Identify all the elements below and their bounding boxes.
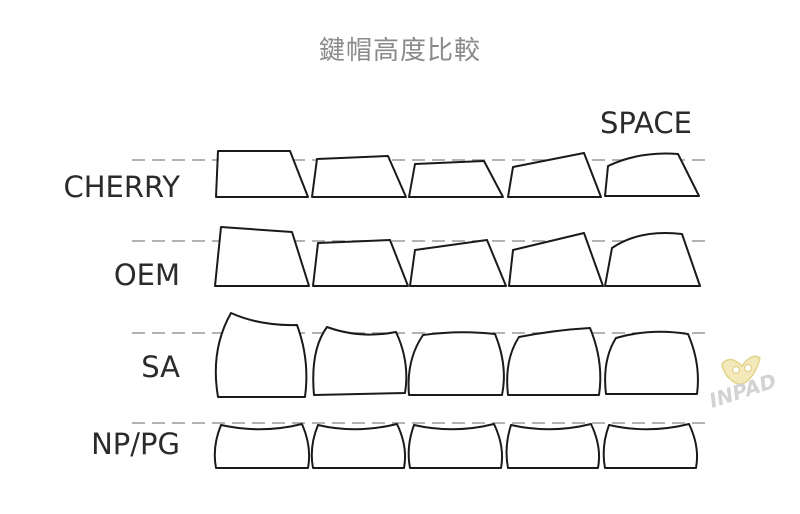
np-pg-keycap-row4 — [505, 423, 601, 469]
diagram-title: 鍵帽高度比較 — [318, 36, 481, 66]
np-pg-keycap-space — [602, 423, 699, 469]
cherry-keycap-row2 — [311, 155, 407, 198]
sa-keycap-space — [604, 330, 699, 395]
row-label-oem: OEM — [113, 258, 180, 292]
cherry-keycap-row1 — [215, 150, 309, 198]
row-label-sa: SA — [141, 350, 180, 384]
sa-keycap-row4 — [506, 327, 602, 396]
cherry-keycap-row3 — [408, 160, 504, 198]
oem-keycap-row3 — [409, 239, 507, 287]
np-pg-keycap-row2 — [310, 423, 407, 469]
row-label-np-pg: NP/PG — [91, 427, 180, 461]
row-label-cherry: CHERRY — [63, 170, 180, 204]
sa-keycap-row3 — [407, 331, 505, 396]
np-pg-keycap-row1 — [213, 423, 311, 469]
oem-keycap-row1 — [214, 226, 310, 287]
oem-keycap-row4 — [508, 232, 604, 287]
oem-keycap-row2 — [312, 239, 409, 287]
space-column-label: SPACE — [600, 106, 692, 140]
sa-keycap-row2 — [312, 326, 408, 396]
cherry-keycap-space — [604, 152, 700, 197]
np-pg-keycap-row3 — [407, 423, 504, 469]
sa-keycap-row1 — [214, 312, 308, 398]
oem-keycap-space — [604, 231, 701, 287]
inpad-watermark-logo: INPAD — [706, 355, 779, 413]
owl-logo-icon — [721, 355, 761, 385]
cherry-keycap-row4 — [507, 152, 602, 198]
